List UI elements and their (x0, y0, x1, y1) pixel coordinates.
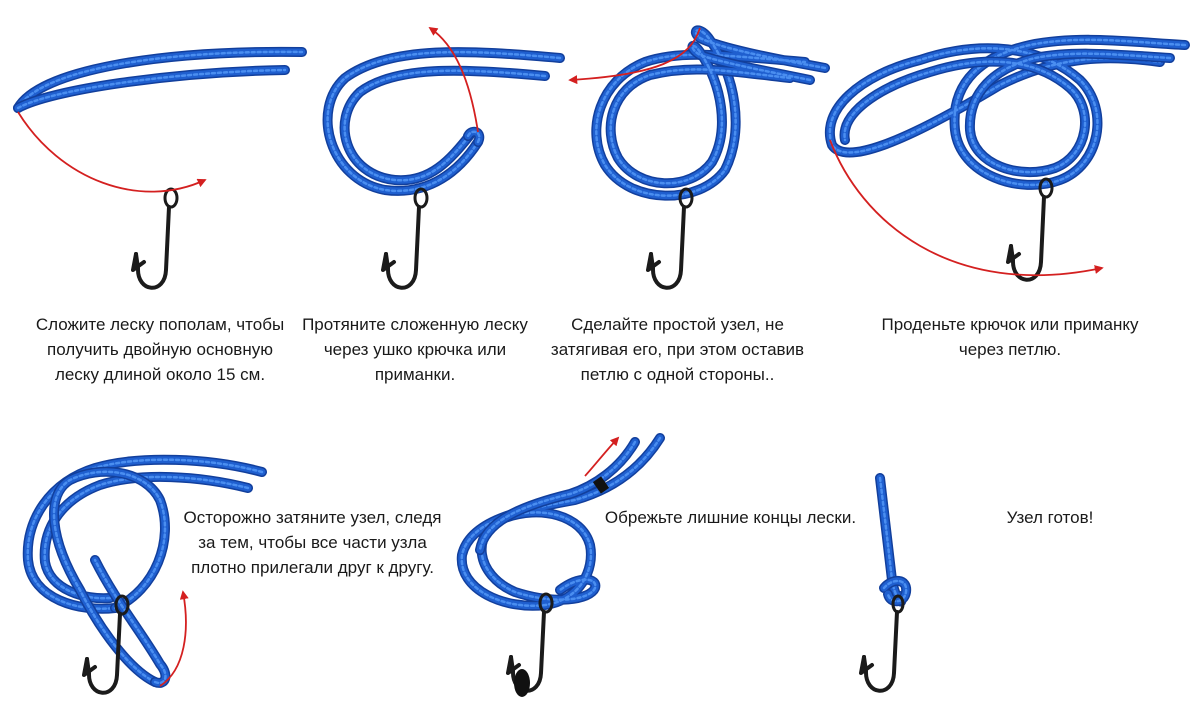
step-1-caption-line: Сложите леску пополам, чтобы (35, 315, 285, 334)
step-3-fishing-line (591, 25, 830, 201)
step-4-arrow (829, 139, 1104, 277)
step-5-caption-line: плотно прилегали друг к другу. (191, 558, 434, 577)
step-6-fishing-line (456, 433, 665, 611)
rope-texture (478, 440, 637, 552)
step-7-illustration (859, 473, 912, 693)
step-3-illustration (568, 25, 830, 290)
step-5-caption: Осторожно затяните узел, следя за тем, ч… (175, 505, 450, 580)
step-6-illustration (456, 433, 665, 697)
cut-marker (592, 476, 610, 494)
step-3-caption-line: затягивая его, при этом оставив (550, 340, 805, 359)
step-2-caption: Протяните сложенную леску через ушко крю… (285, 312, 545, 387)
rope-texture (343, 69, 547, 182)
rope-texture (609, 44, 812, 185)
step-3-caption-line: Сделайте простой узел, не (571, 315, 784, 334)
rope-texture (43, 475, 250, 600)
step-7-fishing-line (875, 473, 912, 607)
step-2-arrow (428, 26, 479, 133)
step-3-caption-line: петлю с одной стороны.. (580, 365, 775, 384)
step-2-fishing-line (322, 47, 565, 196)
step-4-fishing-line (825, 34, 1190, 190)
step-4-caption-line: Проденьте крючок или приманку (881, 315, 1139, 334)
step-1-illustration (13, 46, 307, 290)
step-2-caption-line: через ушко крючка или (323, 340, 507, 359)
rope-texture (52, 470, 167, 684)
step-3-caption: Сделайте простой узел, не затягивая его,… (540, 312, 815, 387)
rope-texture (595, 29, 827, 197)
rope-texture (466, 130, 481, 144)
step-5-hook (82, 594, 130, 695)
step-6-caption: Обрежьте лишние концы лески. (598, 505, 863, 530)
step-5-caption-line: за тем, чтобы все части узла (198, 533, 427, 552)
step-3-arrow (568, 27, 701, 85)
rope-texture (16, 50, 304, 110)
step-4-hook (1006, 177, 1054, 282)
step-6-arrow (584, 436, 620, 477)
step-1-caption-line: леску длиной около 15 см. (54, 365, 266, 384)
lure-weight (514, 669, 530, 697)
step-7-caption-line: Узел готов! (1006, 508, 1094, 527)
rope-texture (93, 558, 167, 685)
step-1-arrow (17, 111, 207, 193)
step-7-caption: Узел готов! (985, 505, 1115, 530)
step-4-caption-line: через петлю. (958, 340, 1062, 359)
step-6-caption-line: Обрежьте лишние концы лески. (604, 508, 857, 527)
step-2-caption-line: Протяните сложенную леску (302, 315, 528, 334)
step-5-fishing-line (22, 454, 267, 688)
step-1-fishing-line (13, 46, 307, 113)
step-5-arrow (159, 590, 189, 687)
step-4-illustration (825, 34, 1190, 282)
rope-texture (26, 458, 264, 610)
step-5-caption-line: Осторожно затяните узел, следя (183, 508, 442, 527)
step-4-caption: Проденьте крючок или приманку через петл… (850, 312, 1170, 362)
step-2-caption-line: приманки. (374, 365, 456, 384)
step-7-hook (859, 594, 905, 693)
step-1-caption: Сложите леску пополам, чтобы получить дв… (15, 312, 305, 387)
step-2-illustration (322, 26, 565, 290)
step-3-hook (646, 187, 694, 290)
step-2-hook (381, 187, 429, 290)
step-5-illustration (22, 454, 267, 695)
step-1-caption-line: получить двойную основную (47, 340, 273, 359)
step-1-hook (131, 187, 179, 290)
rope-texture (16, 68, 287, 110)
rope-texture (843, 52, 1172, 174)
